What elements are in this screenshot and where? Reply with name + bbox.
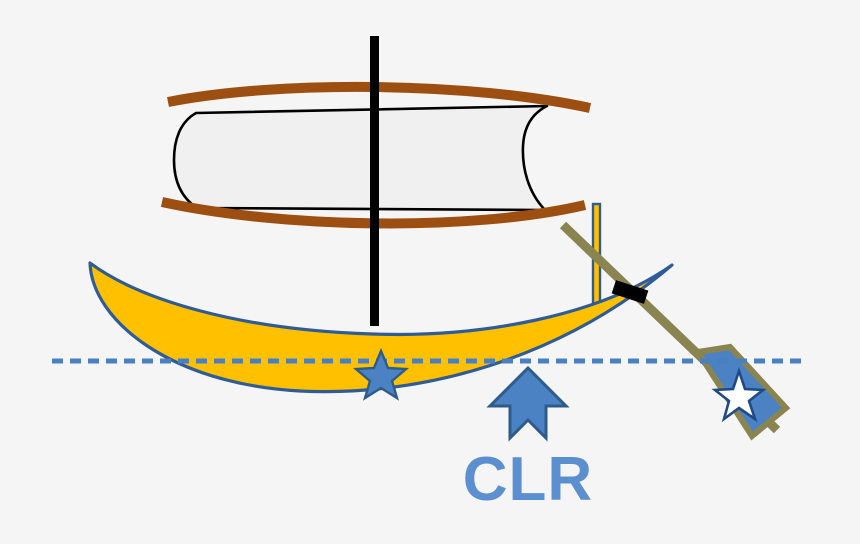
clr-arrow-marker-icon xyxy=(486,365,570,442)
rowlock-icon xyxy=(611,280,649,304)
mast-icon xyxy=(370,36,379,326)
clr-label: CLR xyxy=(463,445,593,514)
oar-blade-star-icon xyxy=(711,366,767,423)
sail-shape xyxy=(172,104,549,212)
clr-star-marker-icon xyxy=(352,347,410,401)
